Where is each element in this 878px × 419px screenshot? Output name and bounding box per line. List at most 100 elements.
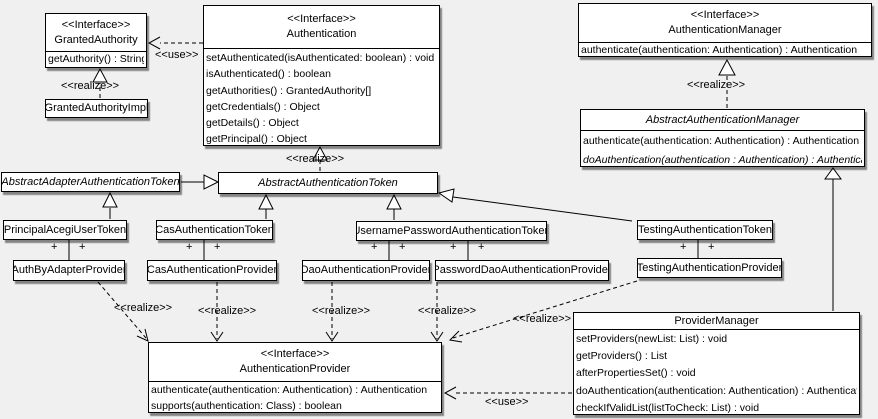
class-title: <<Interface>> GrantedAuthority: [46, 14, 146, 51]
class-title: AbstractAuthenticationManager: [581, 110, 864, 130]
edge-label-use-authentication-grantedauthority: <<use>>: [155, 49, 199, 61]
class-title: AbstractAuthenticationToken: [219, 173, 437, 193]
edge-realize-casprovider-to-authenticationprovider: [210, 282, 224, 342]
class-name: AbstractAdapterAuthenticationToken: [2, 175, 179, 188]
class-authentication-provider: <<Interface>> AuthenticationProvider authe…: [148, 342, 442, 413]
association-plus: +: [214, 241, 221, 253]
association-plus: +: [450, 241, 457, 253]
class-method: authenticate(authentication: Authenticat…: [581, 44, 858, 56]
class-authentication-manager: <<Interface>> AuthenticationManager authen…: [578, 3, 872, 57]
class-granted-authority: <<Interface>> GrantedAuthority getAuthorit…: [45, 13, 147, 68]
class-title: GrantedAuthorityImpl: [46, 100, 147, 117]
edge-gen-castoken-to-abstracttoken: [258, 193, 274, 219]
class-title: TestingAuthenticationProvider: [638, 259, 781, 277]
class-name: AuthenticationProvider: [239, 363, 351, 375]
class-stereotype: <<Interface>>: [260, 348, 330, 360]
class-method: doAuthentication(authentication : Authen…: [583, 153, 862, 166]
association-plus: +: [79, 241, 86, 253]
association-plus: +: [51, 241, 58, 253]
class-name: AuthenticationManager: [668, 24, 782, 36]
class-name: DaoAuthenticationProvider: [303, 264, 429, 276]
edge-realize-testingprovider-to-authenticationprovider: [448, 280, 638, 343]
edge-label-use-providermanager-authenticationprovider: <<use>>: [485, 396, 529, 408]
class-abstract-authentication-token: AbstractAuthenticationToken: [218, 172, 438, 194]
class-name: ProviderManager: [674, 314, 759, 327]
class-name: GrantedAuthority: [54, 33, 138, 46]
class-name: CasAuthenticationToken: [157, 223, 272, 236]
class-name: TestingAuthenticationToken: [638, 223, 772, 236]
class-title: AbstractAdapterAuthenticationToken: [2, 173, 179, 191]
class-method: checkIfValidList(listToCheck: List) : vo…: [576, 401, 760, 414]
class-granted-authority-impl: GrantedAuthorityImpl: [45, 99, 148, 118]
edge-realize-authbyadapterprovider-to-authenticationprovider: [97, 281, 149, 342]
association-plus: +: [478, 241, 485, 253]
class-name: AuthByAdapterProvider: [14, 264, 124, 276]
class-title: CasAuthenticationToken: [157, 221, 272, 239]
class-title: CasAuthenticationProvider: [148, 261, 276, 280]
class-cas-authentication-token: CasAuthenticationToken: [156, 220, 273, 240]
class-stereotype: <<Interface>>: [690, 9, 760, 21]
class-name: AbstractAuthenticationManager: [645, 113, 800, 126]
class-title: ProviderManager: [574, 313, 859, 329]
edge-realize-daoprovider-to-authenticationprovider: [325, 282, 339, 342]
class-title: <<Interface>>Authentication: [204, 6, 439, 48]
edge-gen-abstractadaptertoken-to-abstracttoken: [181, 174, 220, 190]
class-username-password-authentication-token: UsernamePasswordAuthenticationToken: [356, 221, 547, 241]
edge-label-realize-abstractauthenticationtoken: <<realize>>: [286, 153, 345, 165]
edge-realize-grantedauthorityimpl-to-grantedauthority: [92, 67, 108, 98]
edge-realize-passworddaoprovider-to-authenticationprovider: [430, 282, 444, 342]
class-testing-authentication-provider: TestingAuthenticationProvider: [637, 258, 782, 278]
class-method: getPrincipal() : Object: [206, 133, 307, 146]
edge-label-realize-passworddaoauthenticationprovider: <<realize>>: [418, 305, 477, 317]
class-method: getCredentials() : Object: [206, 100, 320, 113]
edge-gen-principalacegitoken-to-abstractadaptertoken: [102, 191, 118, 219]
edge-realize-abstractauthenticationtoken-to-authentication: [312, 145, 328, 171]
class-principal-acegi-user-token: PrincipalAcegiUserToken: [3, 220, 127, 240]
class-method: getAuthority() : String: [48, 53, 144, 65]
class-name: AbstractAuthenticationToken: [258, 176, 398, 189]
edge-gen-usernamepasswordtoken-to-abstracttoken: [386, 193, 402, 220]
class-name: Authentication: [286, 28, 357, 40]
class-method: getAuthorities() : GrantedAuthority[]: [206, 84, 372, 97]
class-title: PasswordDaoAuthenticationProvider: [436, 261, 608, 280]
class-method: getDetails() : Object: [206, 117, 299, 130]
class-methods: authenticate(authentication: Authenticat…: [579, 42, 871, 57]
edge-label-realize-grantedauthorityimpl: <<realize>>: [61, 80, 120, 92]
class-title: UsernamePasswordAuthenticationToken: [357, 222, 546, 240]
edge-realize-abstractauthenticationmanager-to-authenticationmanager: [718, 58, 736, 108]
edge-use-authentication-to-grantedauthority: [147, 36, 203, 50]
class-name: GrantedAuthorityImpl: [46, 102, 147, 114]
class-method: authenticate(authentication: Authenticat…: [151, 384, 428, 396]
class-password-dao-authentication-provider: PasswordDaoAuthenticationProvider: [435, 260, 609, 281]
class-name: PrincipalAcegiUserToken: [4, 223, 126, 236]
class-provider-manager: ProviderManager setProviders(newList: Lis…: [573, 312, 860, 415]
class-title: TestingAuthenticationToken: [638, 221, 772, 239]
association-plus: +: [399, 241, 406, 253]
edge-label-realize-authbyadapterprovider: <<realize>>: [114, 302, 173, 314]
class-dao-authentication-provider: DaoAuthenticationProvider: [302, 260, 430, 281]
class-title: DaoAuthenticationProvider: [303, 261, 429, 280]
edge-gen-providermanager-to-abstractauthenticationmanager: [824, 167, 842, 311]
association-plus: +: [680, 241, 687, 253]
class-abstract-authentication-manager: AbstractAuthenticationManager authenticat…: [580, 109, 865, 167]
class-method: authenticate(authentication: Authenticat…: [583, 135, 860, 147]
class-stereotype: <<Interface>>: [61, 18, 131, 31]
class-method: setAuthenticated(isAuthenticated: boolea…: [206, 52, 435, 64]
class-method: afterPropertiesSet() : void: [576, 367, 696, 380]
class-name: TestingAuthenticationProvider: [638, 261, 781, 274]
edge-gen-testingtoken-to-abstracttoken: [437, 188, 633, 222]
class-title: PrincipalAcegiUserToken: [4, 221, 126, 239]
edge-label-realize-testingauthenticationprovider: <<realize>>: [513, 313, 572, 325]
class-methods: getAuthority() : String: [46, 51, 146, 66]
class-authentication: <<Interface>>Authentication setAuthentica…: [203, 5, 440, 146]
class-abstract-adapter-authentication-token: AbstractAdapterAuthenticationToken: [1, 172, 180, 192]
edge-label-realize-abstractauthenticationmanager: <<realize>>: [687, 79, 746, 91]
class-name: UsernamePasswordAuthenticationToken: [357, 224, 546, 237]
edge-use-providermanager-to-authenticationprovider: [443, 386, 572, 400]
association-plus: +: [371, 241, 378, 253]
edge-label-realize-daoauthenticationprovider: <<realize>>: [312, 305, 371, 317]
class-methods: authenticate(authentication: Authenticat…: [581, 130, 864, 170]
class-cas-authentication-provider: CasAuthenticationProvider: [147, 260, 277, 281]
